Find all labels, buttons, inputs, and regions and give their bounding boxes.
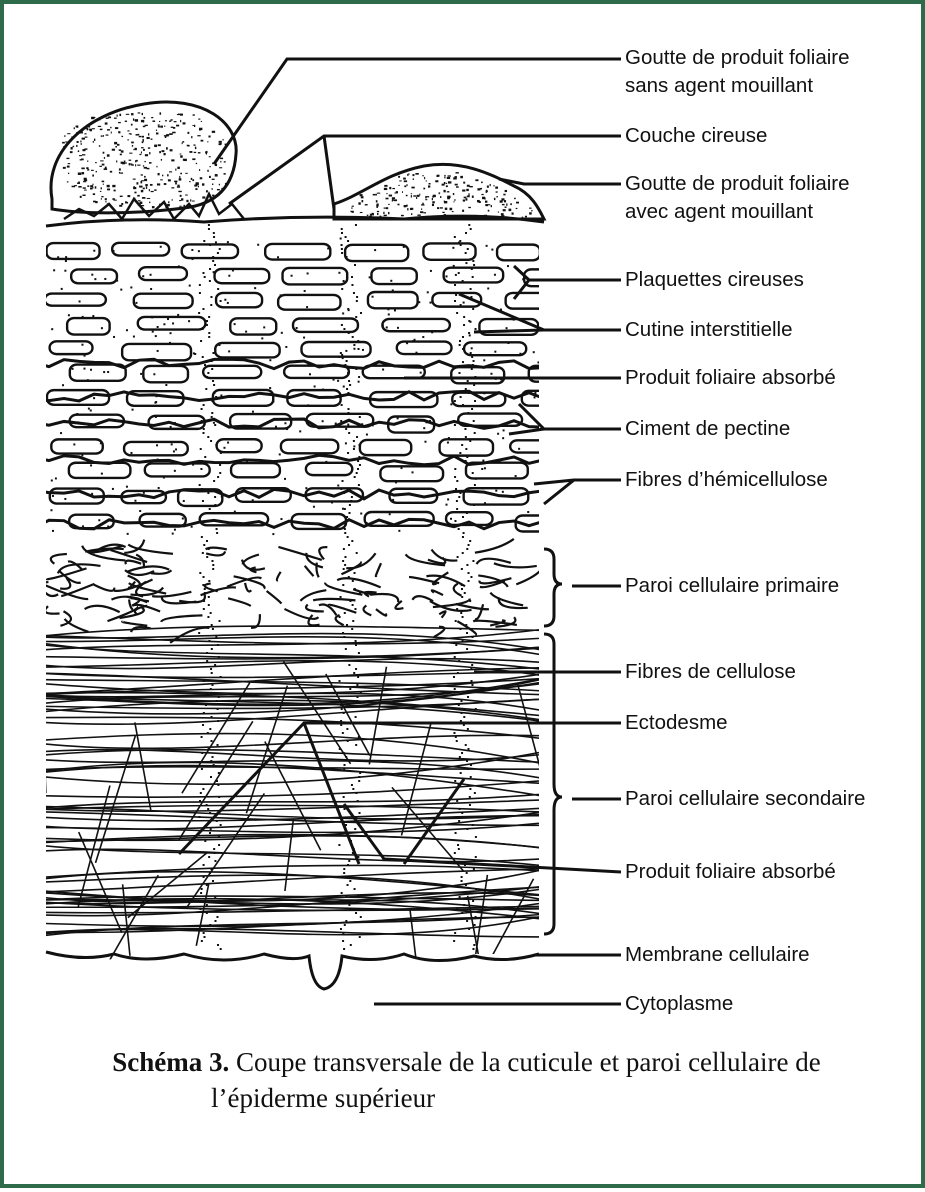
label-line: sans agent mouillant [625,72,850,100]
cuticle-and-wall-body [9,224,597,1001]
label-line: Produit foliaire absorbé [625,364,836,392]
label-produit-abs-1: Produit foliaire absorbé [625,364,836,392]
figure-caption: Schéma 3. Coupe transversale de la cutic… [4,1044,925,1117]
label-produit-abs-2: Produit foliaire absorbé [625,858,836,886]
label-line: Cytoplasme [625,990,733,1018]
label-couche-cireuse: Couche cireuse [625,122,767,150]
label-line: Goutte de produit foliaire [625,170,850,198]
label-membrane: Membrane cellulaire [625,941,810,969]
caption-figure-number: Schéma 3. [112,1047,229,1077]
label-line: Plaquettes cireuses [625,266,804,294]
label-ectodesme: Ectodesme [625,709,728,737]
label-cytoplasme: Cytoplasme [625,990,733,1018]
label-ciment: Ciment de pectine [625,415,790,443]
label-line: Fibres de cellulose [625,658,796,686]
label-line: Paroi cellulaire secondaire [625,785,865,813]
label-cutine: Cutine interstitielle [625,316,793,344]
label-line: Ectodesme [625,709,728,737]
caption-line-1: Coupe transversale de la cuticule et par… [229,1047,820,1077]
label-line: Couche cireuse [625,122,767,150]
label-plaquettes: Plaquettes cireuses [625,266,804,294]
label-line: Ciment de pectine [625,415,790,443]
label-fibres-cellulose: Fibres de cellulose [625,658,796,686]
bracket-primary-wall [544,549,562,626]
label-fibres-hemi: Fibres d’hémicellulose [625,466,828,494]
cell-membrane [46,952,539,989]
droplet-with-surfactant [334,164,544,219]
label-line: Membrane cellulaire [625,941,810,969]
caption-line-2: l’épiderme supérieur [4,1080,925,1116]
label-line: Goutte de produit foliaire [625,44,850,72]
label-paroi-primaire: Paroi cellulaire primaire [625,572,839,600]
label-paroi-secondaire: Paroi cellulaire secondaire [625,785,865,813]
label-line: Fibres d’hémicellulose [625,466,828,494]
label-line: Paroi cellulaire primaire [625,572,839,600]
label-line: Produit foliaire absorbé [625,858,836,886]
bracket-secondary-wall [544,634,562,934]
label-line: Cutine interstitielle [625,316,793,344]
label-line: avec agent mouillant [625,198,850,226]
